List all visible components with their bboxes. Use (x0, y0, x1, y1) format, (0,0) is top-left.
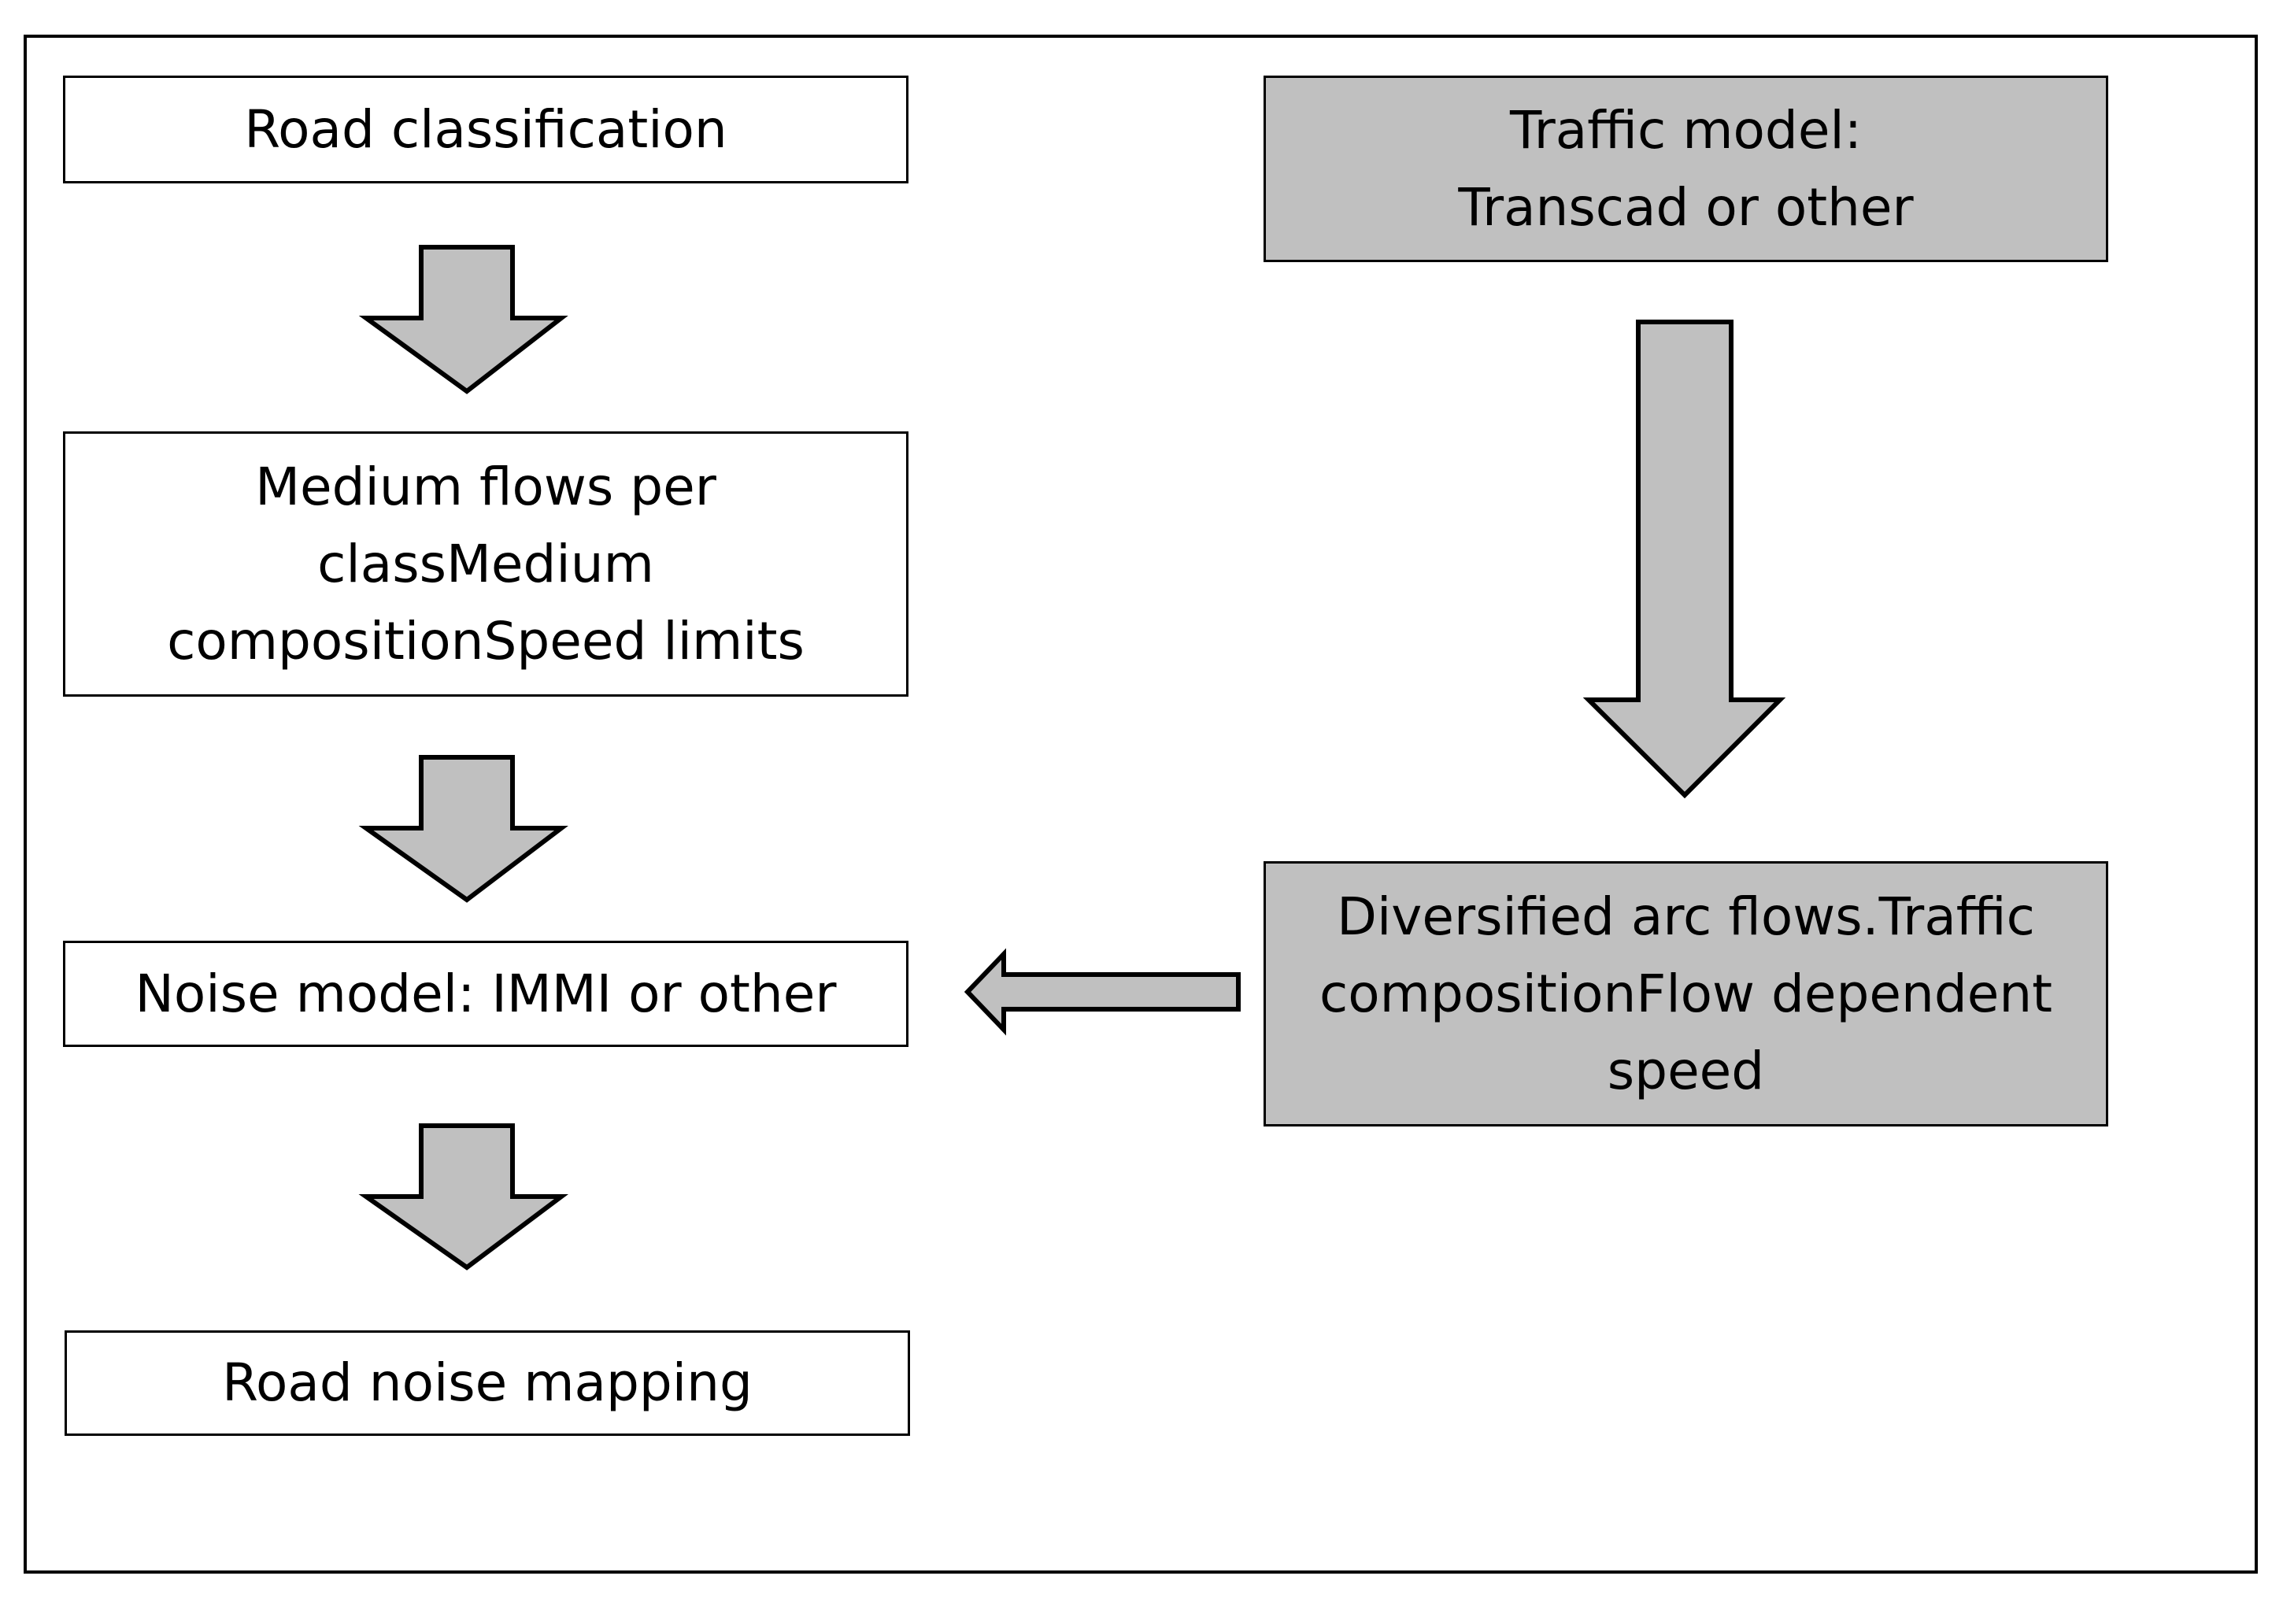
arrow-traffic-model-to-diversified-flows (1582, 320, 1786, 799)
noise-model-label: Noise model: IMMI or other (135, 963, 837, 1024)
traffic-model-box: Traffic model: Transcad or other (1264, 76, 2108, 262)
arrow-road-classification-to-medium-flows (358, 245, 568, 394)
arrow-diversified-flows-to-noise-model (964, 948, 1241, 1036)
road-noise-mapping-label: Road noise mapping (222, 1352, 753, 1413)
traffic-model-label-line-2: Transcad or other (1458, 176, 1914, 238)
diversified-flows-label-line-2: compositionFlow dependent (1319, 963, 2053, 1024)
diversified-flows-label-line-1: Diversified arc flows.Traffic (1337, 886, 2035, 947)
arrow-noise-model-to-road-noise-mapping (358, 1123, 568, 1271)
medium-flows-label-line-1: Medium flows per (255, 456, 716, 517)
medium-flows-box: Medium flows per classMedium composition… (63, 431, 908, 697)
road-classification-box: Road classification (63, 76, 908, 183)
road-classification-label: Road classification (244, 98, 727, 160)
diagram-frame (24, 35, 2258, 1574)
road-noise-mapping-box: Road noise mapping (65, 1330, 910, 1436)
noise-model-box: Noise model: IMMI or other (63, 941, 908, 1047)
medium-flows-label-line-2: classMedium (317, 533, 654, 594)
arrow-medium-flows-to-noise-model (358, 755, 568, 903)
diversified-flows-box: Diversified arc flows.Traffic compositio… (1264, 861, 2108, 1126)
traffic-model-label-line-1: Traffic model: (1509, 99, 1862, 161)
medium-flows-label-line-3: compositionSpeed limits (167, 610, 805, 671)
diversified-flows-label-line-3: speed (1607, 1040, 1765, 1101)
